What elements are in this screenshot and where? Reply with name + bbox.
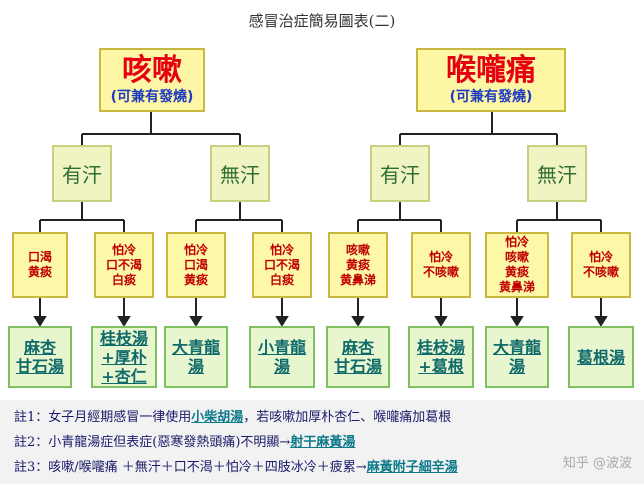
note-2-highlight: 射干麻黃湯 — [290, 435, 356, 450]
prescription-box: 桂枝湯+葛根 — [408, 326, 474, 388]
prescription-box: 麻杏甘石湯 — [8, 326, 72, 388]
left-nosweat-box: 無汗 — [210, 145, 270, 202]
sore-throat-category-box: 喉嚨痛 (可兼有發燒) — [416, 48, 566, 112]
connector-lines — [33, 110, 608, 327]
symptom-box: 怕冷口不渴白痰 — [252, 232, 312, 298]
cough-category-box: 咳嗽 (可兼有發燒) — [99, 48, 205, 112]
symptom-box: 怕冷口渴黄痰 — [166, 232, 226, 298]
symptom-box: 口渴黄痰 — [12, 232, 68, 298]
note-3: 註3：咳嗽/喉嚨痛 ＋無汗＋口不渴＋怕冷＋四肢冰冷＋疲累→麻黃附子細辛湯 — [14, 460, 458, 475]
note-1-highlight: 小柴胡湯 — [191, 410, 244, 425]
prescription-box: 大青龍湯 — [164, 326, 228, 388]
right-nosweat-box: 無汗 — [527, 145, 587, 202]
cough-subtitle: (可兼有發燒) — [110, 89, 194, 105]
sore-throat-title: 喉嚨痛 — [446, 53, 536, 88]
prescription-box: 大青龍湯 — [485, 326, 549, 388]
note-1: 註1：女子月經期感冒一律使用小柴胡湯，若咳嗽加厚朴杏仁、喉嚨痛加葛根 — [14, 410, 452, 425]
right-sweat-box: 有汗 — [370, 145, 430, 202]
prescription-box: 葛根湯 — [568, 326, 634, 388]
note-2: 註2：小青龍湯症但表症(惡寒發熱頭痛)不明顯→射干麻黃湯 — [14, 435, 356, 450]
cough-title: 咳嗽 — [122, 53, 182, 88]
symptom-box: 怕冷咳嗽黄痰黄鼻涕 — [485, 232, 549, 298]
prescription-box: 麻杏甘石湯 — [326, 326, 390, 388]
symptom-box: 怕冷不咳嗽 — [571, 232, 631, 298]
note-3-highlight: 麻黃附子細辛湯 — [366, 460, 458, 475]
left-sweat-box: 有汗 — [52, 145, 112, 202]
prescription-box: 小青龍湯 — [249, 326, 315, 388]
symptom-box: 怕冷口不渴白痰 — [94, 232, 154, 298]
page-title: 感冒治症簡易圖表(二) — [248, 12, 396, 30]
symptom-box: 怕冷不咳嗽 — [411, 232, 471, 298]
prescription-box: 桂枝湯+厚朴+杏仁 — [91, 326, 157, 388]
symptom-box: 咳嗽黄痰黄鼻涕 — [328, 232, 388, 298]
watermark: 知乎 @波波 — [562, 456, 632, 471]
notes-panel: 註1：女子月經期感冒一律使用小柴胡湯，若咳嗽加厚朴杏仁、喉嚨痛加葛根 註2：小青… — [0, 400, 644, 484]
sore-throat-subtitle: (可兼有發燒) — [449, 89, 533, 105]
